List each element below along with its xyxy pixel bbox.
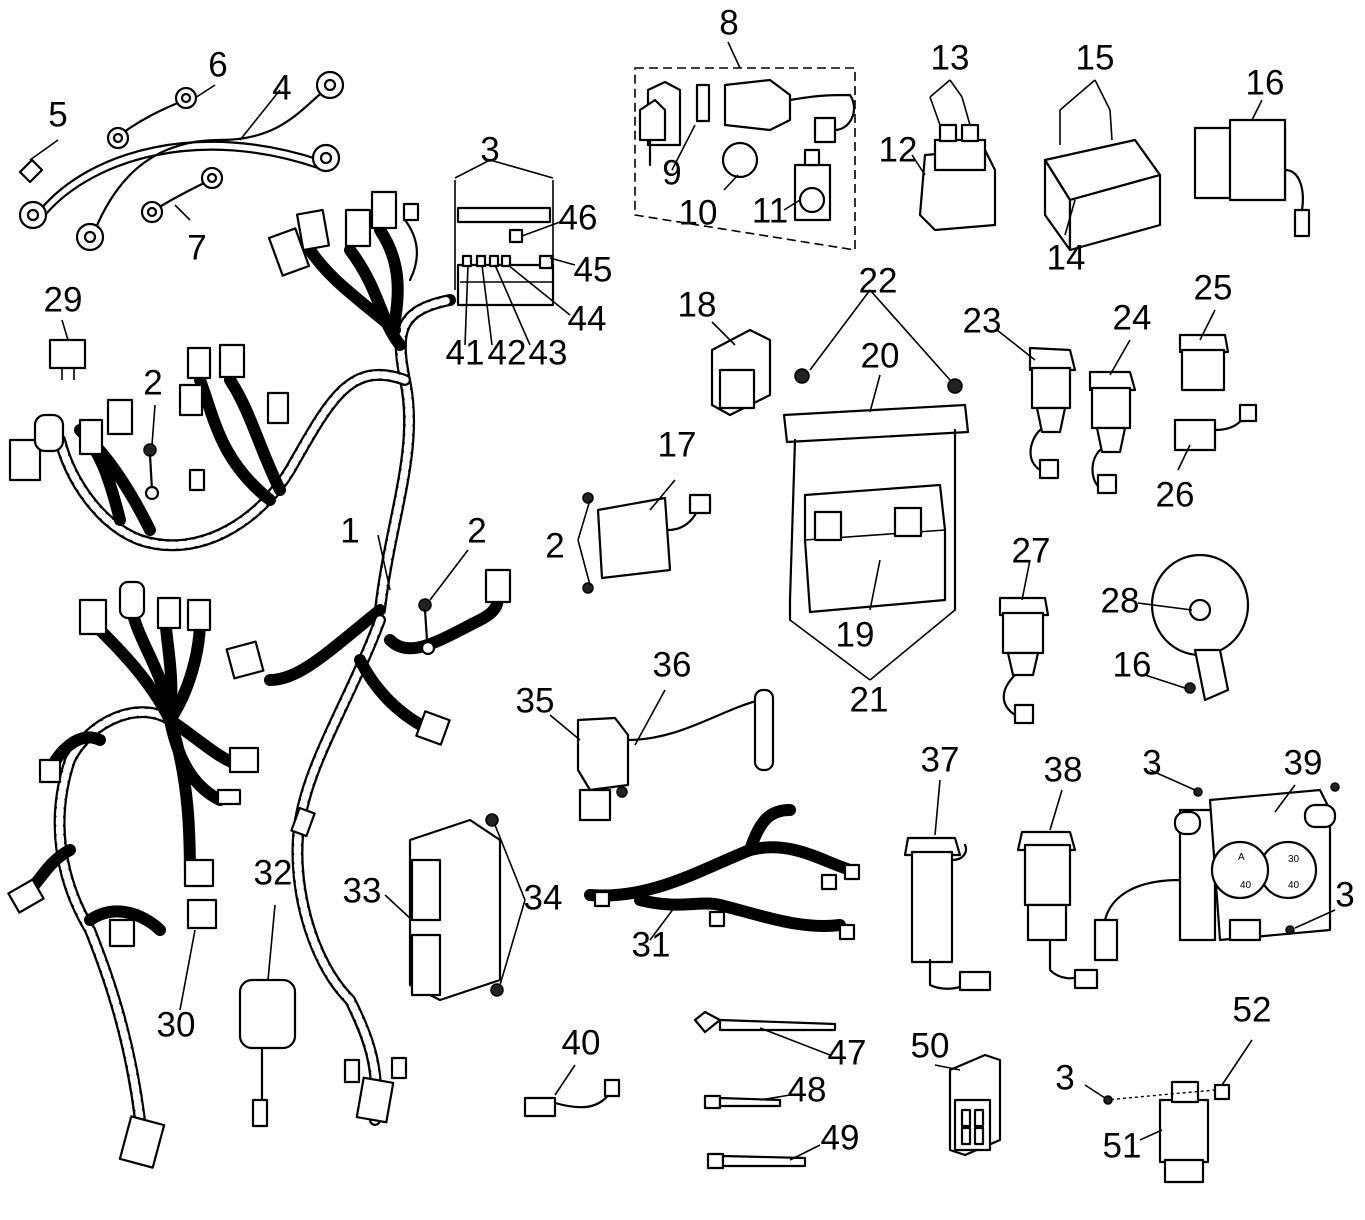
callout-25: 25 — [1194, 268, 1233, 307]
fasteners — [143, 368, 1340, 1105]
callout-7: 7 — [187, 228, 206, 267]
callout-19: 19 — [836, 615, 875, 654]
callout-2-a: 2 — [143, 363, 162, 402]
callout-11: 11 — [752, 191, 788, 230]
callout-34: 34 — [524, 878, 563, 917]
relay-box-label-2: 40 — [1240, 880, 1252, 891]
ignition-switch-group — [634, 67, 856, 251]
callout-39: 39 — [1284, 743, 1323, 782]
callout-41: 41 — [446, 333, 485, 372]
callout-28: 28 — [1101, 581, 1140, 620]
callout-15: 15 — [1076, 38, 1115, 77]
callout-43: 43 — [529, 333, 568, 372]
callout-24: 24 — [1113, 298, 1152, 337]
callout-numbers: 1 2 2 2 3 3 3 3 4 5 6 7 8 9 10 11 12 13 … — [44, 3, 1355, 1165]
callout-49: 49 — [821, 1118, 860, 1157]
callout-2-c: 2 — [467, 511, 486, 550]
callout-36: 36 — [653, 645, 692, 684]
callout-48: 48 — [788, 1070, 827, 1109]
callout-13: 13 — [931, 38, 970, 77]
callout-6: 6 — [208, 45, 227, 84]
mid-components — [48, 328, 970, 622]
callout-50: 50 — [911, 1026, 950, 1065]
callout-4: 4 — [272, 68, 291, 107]
callout-27: 27 — [1012, 531, 1051, 570]
power-sockets — [903, 830, 1099, 992]
callout-33: 33 — [343, 871, 382, 910]
relay-box-label-3: 40 — [1288, 880, 1300, 891]
secondary-wiring-harness — [7, 580, 260, 1169]
main-wiring-harness — [8, 190, 512, 1126]
callout-3-c: 3 — [1335, 875, 1354, 914]
callout-3-a: 3 — [480, 130, 499, 169]
callout-14: 14 — [1047, 238, 1086, 277]
callout-3-b: 3 — [1142, 743, 1161, 782]
relay-box — [1093, 788, 1337, 962]
callout-46: 46 — [559, 198, 598, 237]
callout-22: 22 — [859, 261, 898, 300]
relay-box-labels: A 40 40 30 — [1238, 852, 1300, 891]
callout-32: 32 — [254, 853, 293, 892]
relay-box-label-1: A — [1238, 852, 1245, 863]
callout-38: 38 — [1044, 750, 1083, 789]
callout-2-b: 2 — [545, 526, 564, 565]
relay-51 — [1104, 1080, 1231, 1184]
callout-16-b: 16 — [1113, 645, 1152, 684]
callout-40: 40 — [562, 1023, 601, 1062]
callout-30: 30 — [157, 1005, 196, 1044]
relay-box-label-4: 30 — [1288, 854, 1300, 865]
fuse-block — [454, 180, 555, 307]
relay-modules-top-right — [918, 96, 1311, 252]
callout-35: 35 — [516, 681, 555, 720]
callout-12: 12 — [879, 130, 918, 169]
callout-5: 5 — [48, 95, 67, 134]
horn — [1150, 553, 1250, 702]
callout-9: 9 — [662, 153, 681, 192]
callout-10: 10 — [679, 193, 718, 232]
callout-26: 26 — [1156, 475, 1195, 514]
callout-37: 37 — [921, 740, 960, 779]
callout-52: 52 — [1233, 990, 1272, 1029]
callout-23: 23 — [963, 301, 1002, 340]
callout-18: 18 — [678, 285, 717, 324]
leader-lines — [29, 41, 1336, 1161]
switches-group — [998, 333, 1258, 725]
callout-20: 20 — [861, 336, 900, 375]
callout-3-d: 3 — [1055, 1058, 1074, 1097]
ground-wires — [18, 70, 345, 252]
callout-47: 47 — [828, 1033, 867, 1072]
callout-31: 31 — [632, 925, 671, 964]
callout-16-a: 16 — [1246, 63, 1285, 102]
lower-center-components — [238, 688, 1002, 1170]
callout-1: 1 — [340, 511, 359, 550]
callout-8: 8 — [719, 3, 738, 42]
callout-51: 51 — [1103, 1126, 1142, 1165]
callout-42: 42 — [488, 333, 527, 372]
callout-17: 17 — [658, 425, 697, 464]
callout-45: 45 — [574, 250, 613, 289]
callout-44: 44 — [568, 299, 607, 338]
callout-21: 21 — [850, 680, 889, 719]
callout-29: 29 — [44, 280, 83, 319]
